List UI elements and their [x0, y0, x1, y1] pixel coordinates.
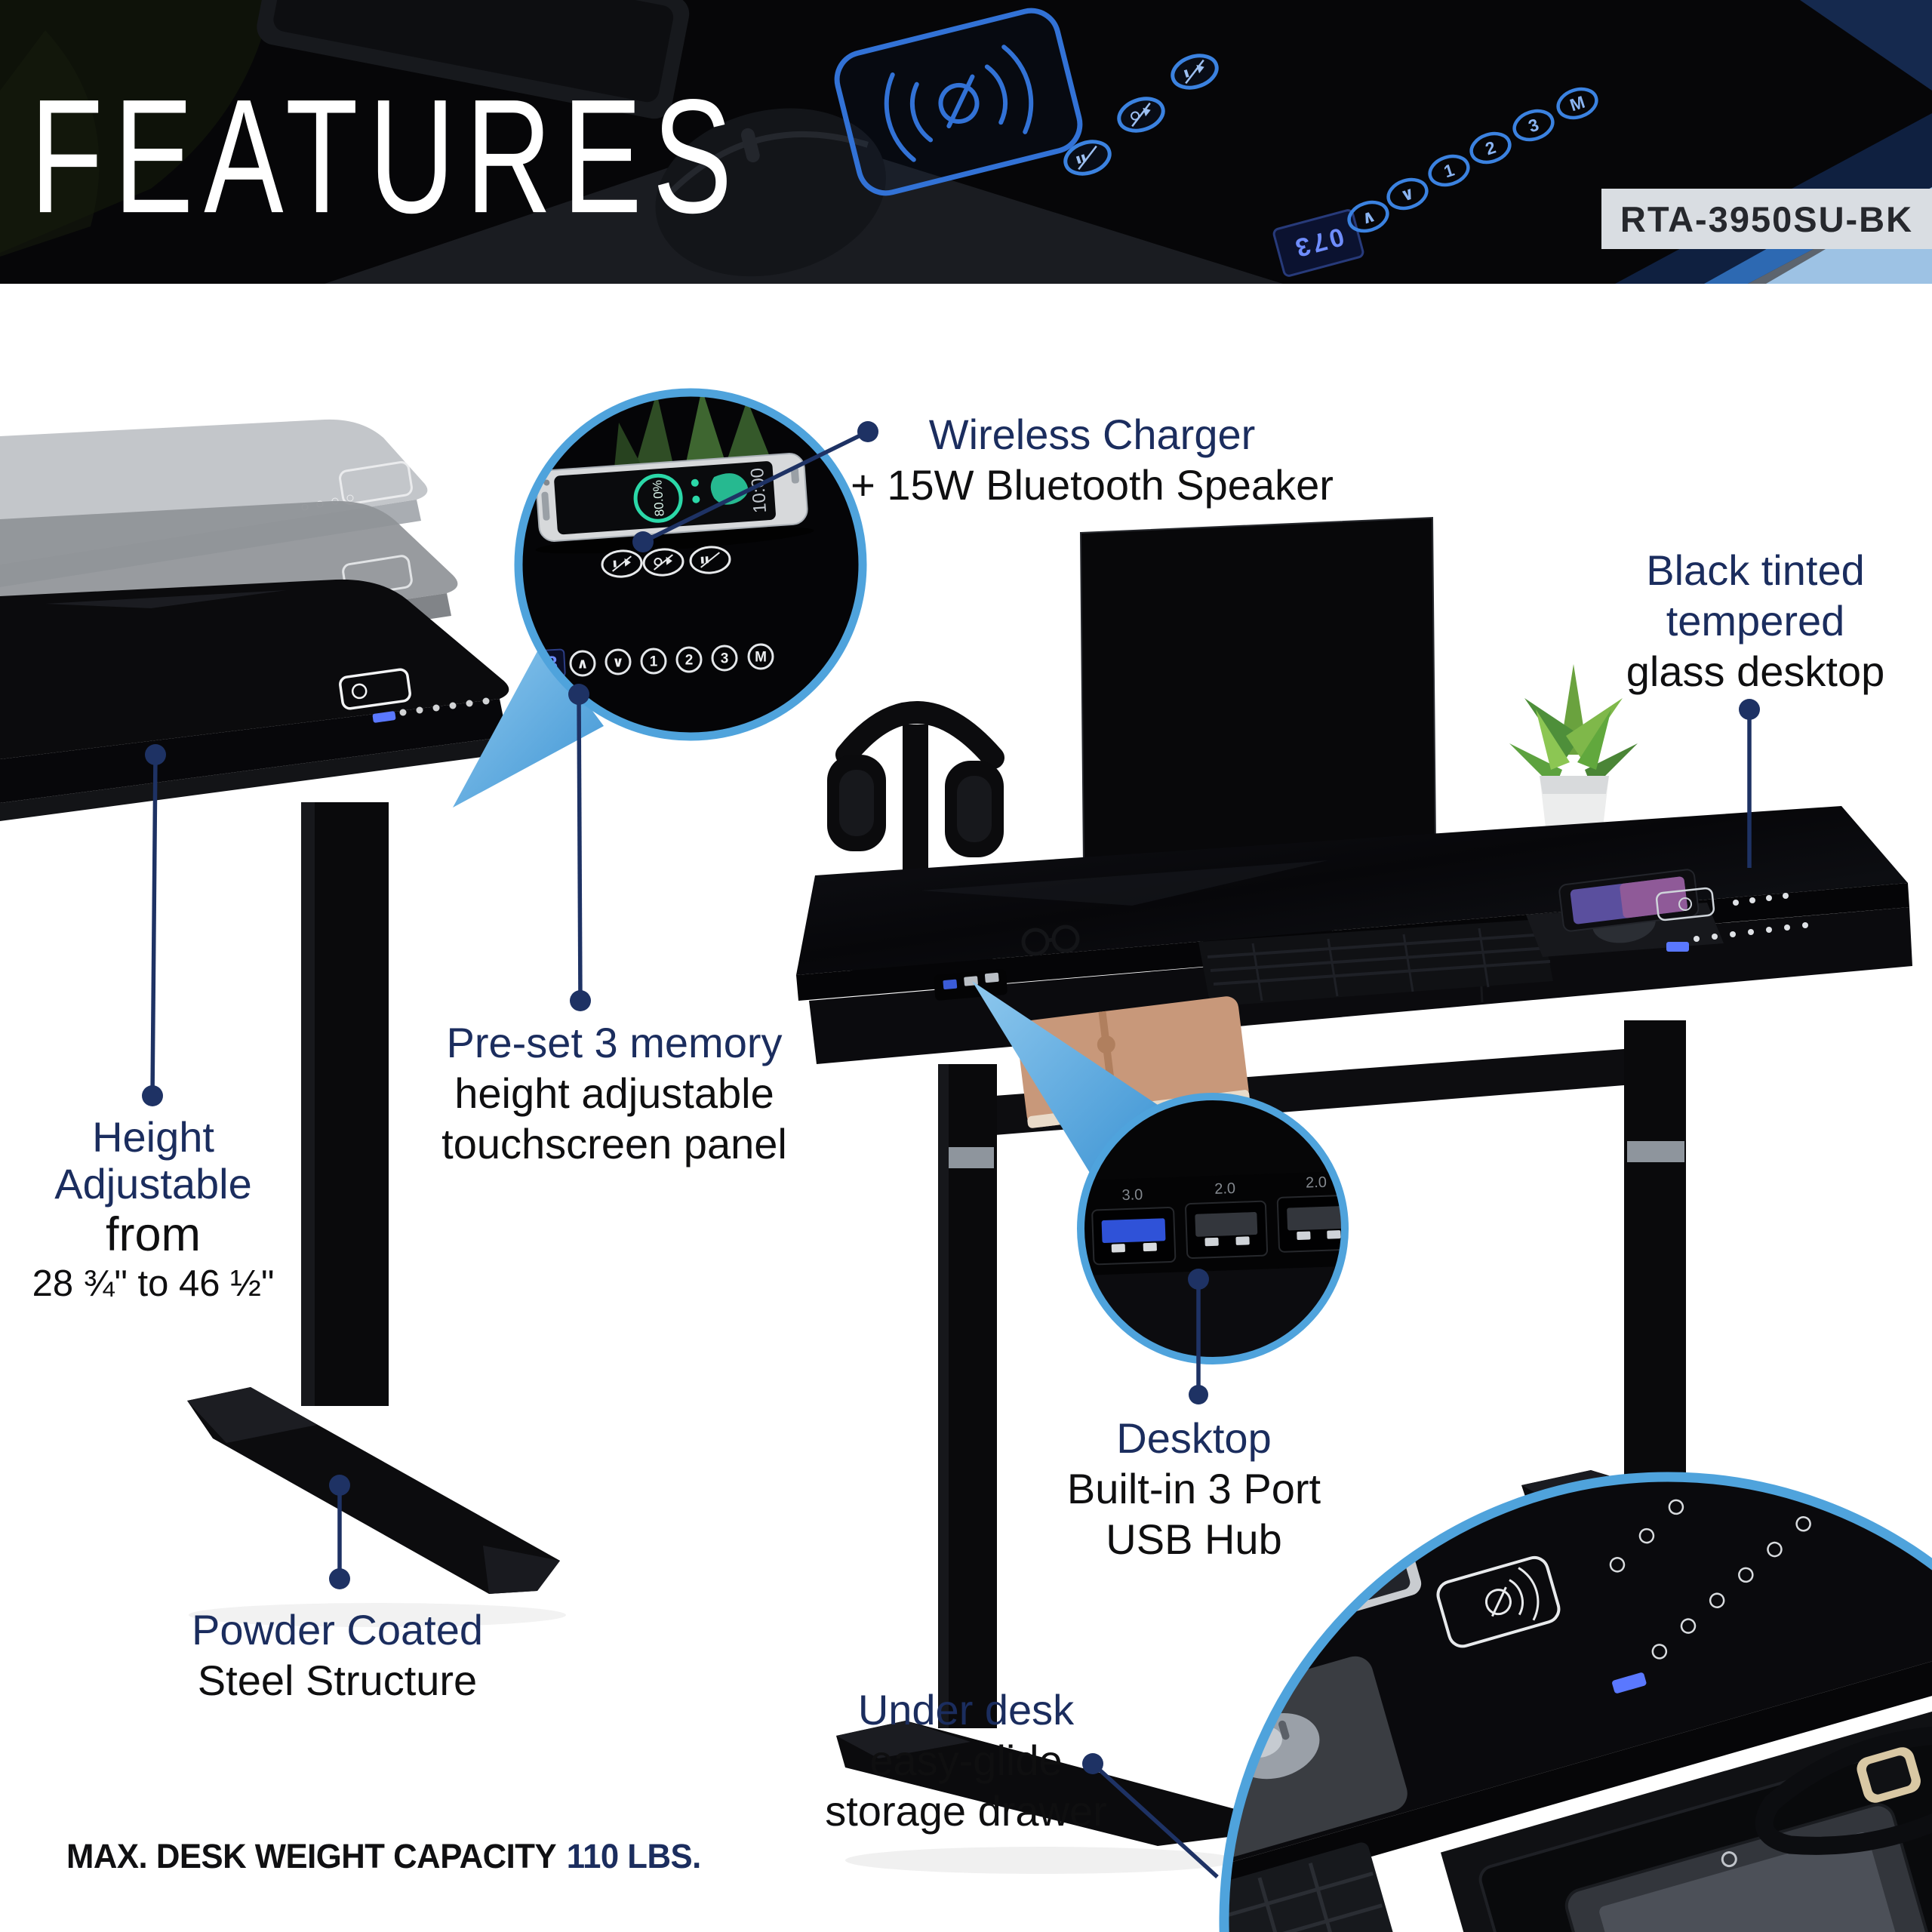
wireless-charging-pad-icon: [834, 8, 1083, 196]
callout-connectors: [142, 421, 1760, 1879]
memory-1-icon: 1: [640, 648, 667, 675]
svg-text:3: 3: [721, 651, 729, 667]
callout-line: glass desktop: [1626, 648, 1885, 695]
callout-line: + 15W Bluetooth Speaker: [851, 461, 1334, 509]
usb-port-labels: 3.0 2.0 2.0: [1121, 1174, 1327, 1204]
mouse-photo: [655, 108, 886, 277]
media-control-icons: [1063, 54, 1219, 176]
model-number-badge: RTA-3950SU-BK: [1601, 189, 1932, 249]
callout-preset-panel: Pre-set 3 memory height adjustable touch…: [403, 1017, 826, 1169]
callout-line: Wireless Charger: [928, 411, 1256, 458]
desk-touch-panel: [1655, 887, 1808, 952]
weight-capacity-label: MAX. DESK WEIGHT CAPACITY: [66, 1837, 557, 1875]
callout-glass-desktop: Black tinted tempered glass desktop: [1579, 545, 1932, 697]
callout-line: easy-glide: [869, 1737, 1063, 1784]
detail-circle-ring: [514, 388, 867, 741]
usb-port-2-0-a: [1185, 1200, 1269, 1259]
page-title: FEATURES: [30, 65, 743, 248]
callout-line: USB Hub: [1106, 1515, 1282, 1563]
callout-line: Black tinted: [1646, 546, 1865, 594]
led-overhead: [1612, 1672, 1647, 1694]
callout-line: tempered: [1666, 597, 1845, 645]
phone-on-desk: [1558, 869, 1700, 932]
open-drawer: [1440, 1623, 1932, 1932]
callout-storage-drawer: Under desk easy-glide storage drawer: [785, 1684, 1147, 1836]
smartwatch-in-drawer: [1755, 1724, 1932, 1855]
svg-text:∨: ∨: [612, 655, 623, 671]
svg-text:2.0: 2.0: [1306, 1174, 1327, 1192]
weight-capacity-value: 110 LBS.: [566, 1837, 702, 1875]
down-chevron-icon: ∨: [605, 648, 632, 675]
banner-led-display: 073: [1272, 209, 1364, 277]
callout-line: Pre-set 3 memory: [446, 1019, 783, 1066]
svg-text:1: 1: [650, 654, 658, 670]
callout-line: touchscreen panel: [441, 1120, 787, 1168]
tablet-in-drawer: [1564, 1803, 1932, 1932]
phone-battery-percent: 80.0%: [650, 480, 666, 517]
height-positions-illustration: [0, 419, 566, 1627]
callout-usb-hub: Desktop Built-in 3 Port USB Hub: [1028, 1413, 1360, 1564]
main-desk-illustration: [796, 516, 1924, 1874]
keyboard: [1198, 919, 1553, 1007]
callout-line: Height: [92, 1113, 214, 1161]
callout-line: Under desk: [857, 1686, 1075, 1734]
callout-line: Desktop: [1116, 1414, 1272, 1462]
callout-line: Steel Structure: [197, 1657, 478, 1704]
touch-icons-overhead: [1609, 1499, 1811, 1660]
svg-text:M: M: [755, 650, 767, 666]
wireless-pad-icon-overhead: [1436, 1555, 1561, 1648]
callout-line: Powder Coated: [191, 1606, 483, 1654]
phone-photo: [257, 0, 690, 119]
charging-phone: 80.0% 10:00: [535, 453, 814, 554]
svg-text:2.0: 2.0: [1214, 1180, 1236, 1198]
keyboard-overhead: [1224, 1842, 1421, 1932]
usb-pointer-wedge: [972, 981, 1158, 1173]
svg-text:∧: ∧: [577, 657, 588, 672]
media-control-icons-detail: [601, 546, 731, 578]
detail-circle-ring: [1219, 1472, 1932, 1932]
panel-buttons-detail: ∧ ∨ 1 2 3 M: [569, 643, 774, 677]
callout-line: height adjustable: [454, 1069, 774, 1117]
callout-line: from: [106, 1208, 201, 1261]
detail-circle-ring: [1077, 1093, 1349, 1364]
usb-port-2-0-b: [1276, 1194, 1350, 1253]
callout-line: storage drawer: [825, 1787, 1107, 1835]
memory-2-icon: 2: [675, 646, 703, 673]
callout-line: Built-in 3 Port: [1066, 1465, 1321, 1512]
callout-line: 28 ¾" to 46 ½": [32, 1263, 275, 1304]
svg-text:3.0: 3.0: [1121, 1186, 1143, 1204]
callout-wireless-charger: Wireless Charger + 15W Bluetooth Speaker: [828, 409, 1356, 510]
callout-powder-coated: Powder Coated Steel Structure: [126, 1604, 549, 1706]
touch-panel-detail-circle: 80.0% 10:00 118 ∧: [514, 388, 867, 741]
glasses: [1021, 924, 1080, 956]
callout-line: Adjustable: [54, 1160, 252, 1208]
svg-text:2: 2: [685, 653, 694, 669]
up-chevron-icon: ∧: [569, 650, 596, 677]
callout-height-adjustable: Height Adjustable from 28 ¾" to 46 ½": [10, 1114, 297, 1306]
memory-m-icon: M: [747, 643, 774, 670]
usb-port-3-0: [1091, 1207, 1177, 1266]
memory-3-icon: 3: [711, 645, 738, 672]
